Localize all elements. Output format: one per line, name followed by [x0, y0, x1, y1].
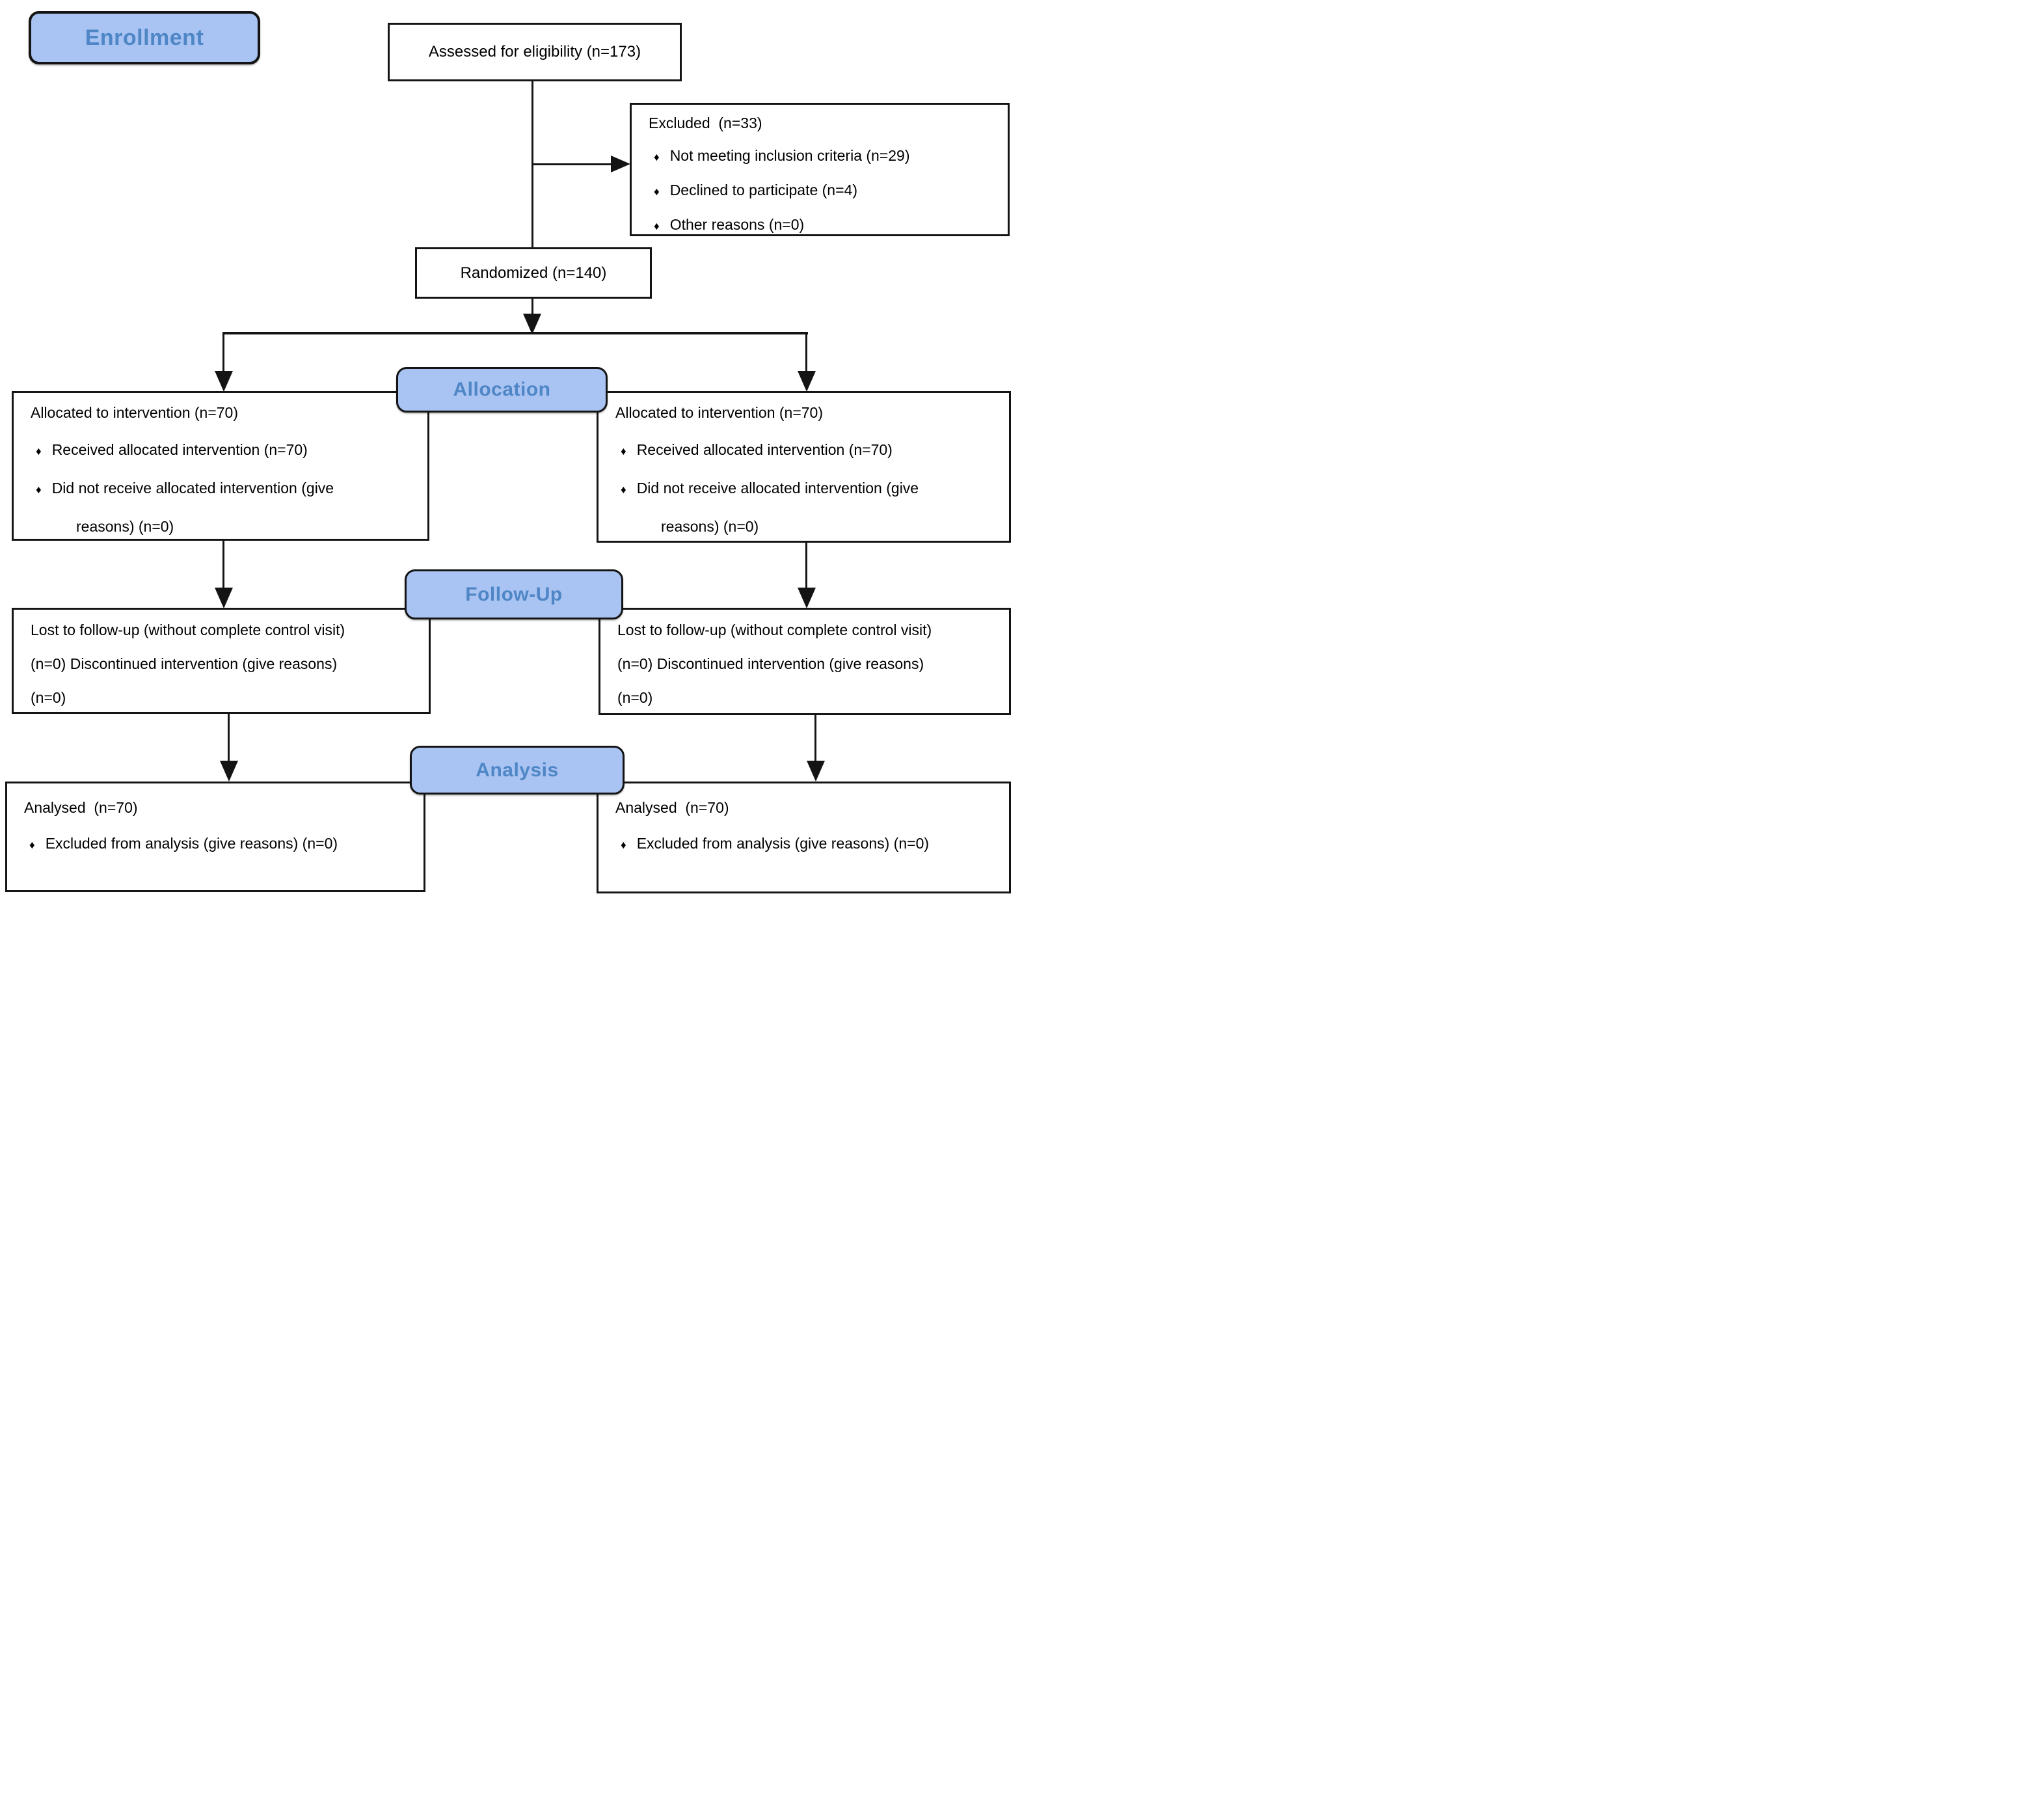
excluded-heading: Excluded (n=33)	[649, 115, 762, 131]
allocation-left-bullet-item: ♦ Did not receive allocated intervention …	[31, 470, 417, 545]
followup-left-text: Lost to follow-up (without complete cont…	[31, 621, 349, 706]
allocation-left-bullet-text: Received allocated intervention (n=70)	[51, 441, 308, 458]
bullet-diamond-icon: ♦	[36, 483, 42, 496]
arrowhead-down-icon	[807, 761, 825, 782]
arrowhead-down-icon	[220, 761, 238, 782]
bullet-diamond-icon: ♦	[621, 483, 626, 496]
stage-label-analysis: Analysis	[410, 746, 625, 795]
bullet-diamond-icon: ♦	[36, 445, 42, 457]
allocation-right-bullet-text: Received allocated intervention (n=70)	[636, 441, 893, 458]
allocation-left-heading: Allocated to intervention (n=70)	[31, 404, 239, 421]
connector-randomization-splitter	[222, 332, 808, 334]
allocation-right-heading: Allocated to intervention (n=70)	[615, 404, 824, 421]
assessed-text: Assessed for eligibility (n=173)	[428, 43, 641, 61]
allocation-right-bullet-text: Did not receive allocated intervention (…	[636, 480, 919, 535]
allocation-left-bullet-item: ♦ Received allocated intervention (n=70)	[31, 431, 417, 470]
analysed-left-bullet-item: ♦ Excluded from analysis (give reasons) (…	[24, 826, 413, 863]
allocation-left-bullet-text: Did not receive allocated intervention (…	[51, 480, 334, 535]
connector-to-excluded	[531, 163, 612, 165]
arrowhead-down-icon	[215, 588, 233, 608]
arrowhead-right-icon	[611, 156, 630, 172]
connector-allocation-to-followup-right	[805, 543, 807, 590]
allocation-right-bullet-item: ♦ Did not receive allocated intervention …	[615, 470, 999, 545]
bullet-diamond-icon: ♦	[654, 151, 660, 163]
excluded-bullet-text: Other reasons (n=0)	[669, 216, 805, 233]
bullet-diamond-icon: ♦	[29, 839, 35, 851]
allocation-intervention-left-box: Allocated to intervention (n=70) ♦ Receiv…	[12, 391, 429, 541]
excluded-bullet-item: ♦ Not meeting inclusion criteria (n=29)	[649, 139, 997, 174]
stage-label-allocation: Allocation	[396, 367, 608, 413]
bullet-diamond-icon: ♦	[654, 185, 660, 198]
connector-split-to-allocation-right	[805, 333, 807, 374]
arrowhead-down-icon	[523, 314, 541, 334]
arrowhead-down-icon	[798, 371, 816, 392]
connector-followup-to-analysis-right	[814, 715, 816, 761]
analysed-right-bullet-item: ♦ Excluded from analysis (give reasons) (…	[615, 826, 999, 863]
excluded-box: Excluded (n=33) ♦ Not meeting inclusion c…	[630, 103, 1010, 236]
arrowhead-down-icon	[798, 588, 816, 608]
connector-allocation-to-followup-left	[222, 541, 224, 590]
connector-randomized-to-split	[531, 299, 533, 318]
followup-left-box: Lost to follow-up (without complete cont…	[12, 608, 431, 714]
excluded-bullet-text: Not meeting inclusion criteria (n=29)	[669, 147, 910, 164]
randomized-text: Randomized (n=140)	[460, 264, 607, 282]
analysed-right-box: Analysed (n=70) ♦ Excluded from analysis …	[597, 782, 1011, 893]
analysed-left-box: Analysed (n=70) ♦ Excluded from analysis …	[5, 782, 425, 892]
stage-label-enrollment: Enrollment	[29, 11, 260, 64]
analysed-left-bullet-text: Excluded from analysis (give reasons) (n…	[45, 835, 338, 852]
consort-flow-diagram: Enrollment Allocation Follow-Up Analysis…	[0, 0, 1022, 904]
excluded-bullet-item: ♦ Other reasons (n=0)	[649, 208, 997, 243]
followup-right-box: Lost to follow-up (without complete cont…	[598, 608, 1011, 715]
bullet-diamond-icon: ♦	[621, 839, 626, 851]
assessed-for-eligibility-box: Assessed for eligibility (n=173)	[388, 23, 682, 81]
bullet-diamond-icon: ♦	[621, 445, 626, 457]
bullet-diamond-icon: ♦	[654, 220, 660, 232]
analysed-right-heading: Analysed (n=70)	[615, 799, 729, 816]
analysed-right-bullet-text: Excluded from analysis (give reasons) (n…	[636, 835, 930, 852]
connector-split-to-allocation-left	[222, 333, 224, 374]
analysed-left-heading: Analysed (n=70)	[24, 799, 138, 816]
arrowhead-down-icon	[215, 371, 233, 392]
followup-right-text: Lost to follow-up (without complete cont…	[617, 621, 936, 706]
connector-followup-to-analysis-left	[228, 714, 230, 761]
excluded-bullet-text: Declined to participate (n=4)	[669, 182, 857, 198]
allocation-right-bullet-item: ♦ Received allocated intervention (n=70)	[615, 431, 999, 470]
allocation-intervention-right-box: Allocated to intervention (n=70) ♦ Receiv…	[597, 391, 1011, 543]
randomized-box: Randomized (n=140)	[415, 247, 652, 299]
excluded-bullet-item: ♦ Declined to participate (n=4)	[649, 174, 997, 208]
stage-label-follow-up: Follow-Up	[405, 569, 623, 619]
